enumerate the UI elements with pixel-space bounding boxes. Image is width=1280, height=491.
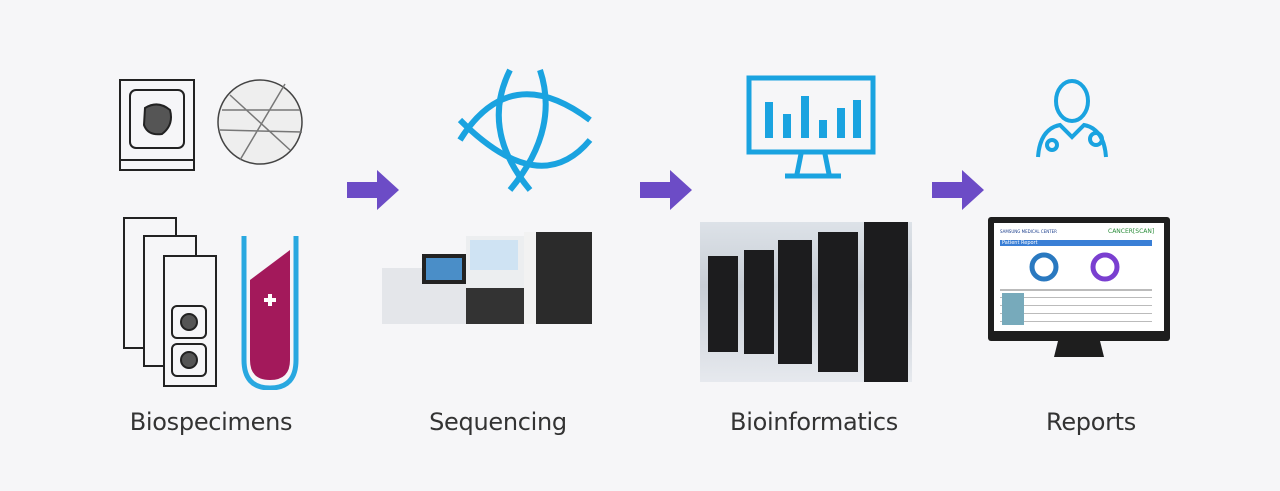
- arrow-right-icon: [347, 170, 399, 210]
- sequencer-machine-image: [378, 228, 596, 328]
- slides-icon: [123, 217, 217, 387]
- report-monitor: Patient Report SAMSUNG MEDICAL CENTER CA…: [988, 217, 1172, 365]
- stage-label-biospecimens: Biospecimens: [129, 408, 293, 436]
- report-title: Patient Report: [1002, 240, 1038, 246]
- monitor-chart-icon: [745, 74, 881, 186]
- stage-label-reports: Reports: [1046, 408, 1136, 436]
- arrow-right-icon: [932, 170, 984, 210]
- tissue-block-icon: [119, 79, 195, 171]
- report-logo-right: CANCER[SCAN]: [1108, 228, 1155, 235]
- arrow-right-icon: [640, 170, 692, 210]
- doctor-icon: [1030, 75, 1114, 159]
- server-room-image: [700, 222, 912, 382]
- biospecimens-illustration: [110, 70, 320, 390]
- cell-tissue-icon: [217, 79, 303, 165]
- report-logo-left: SAMSUNG MEDICAL CENTER: [1000, 229, 1057, 234]
- stage-label-sequencing: Sequencing: [429, 408, 567, 436]
- stage-label-bioinformatics: Bioinformatics: [730, 408, 898, 436]
- dna-icon: [450, 60, 600, 200]
- blood-tube-icon: [241, 236, 299, 390]
